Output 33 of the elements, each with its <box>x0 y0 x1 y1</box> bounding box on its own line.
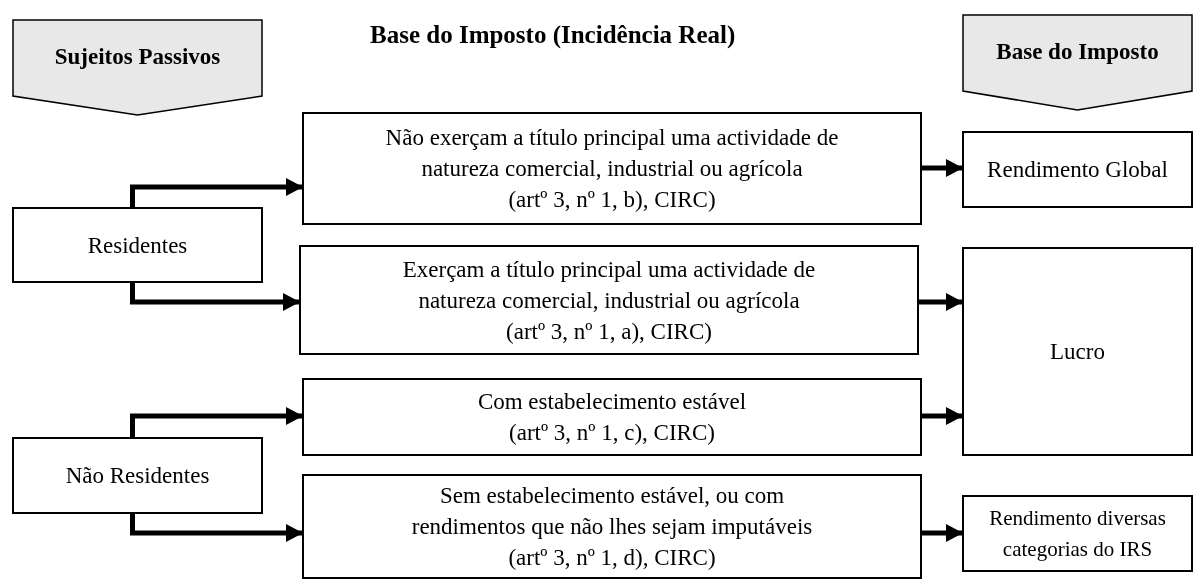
arrow <box>130 514 303 542</box>
arrow <box>922 407 963 425</box>
box-text: Sem estabelecimento estável, ou com rendimentos que não lhes sejam imputáveis <box>410 482 814 541</box>
process-box <box>962 247 1193 456</box>
process-box <box>12 437 263 514</box>
process-box <box>302 378 922 456</box>
banner-label: Sujeitos Passivos <box>54 43 221 72</box>
box-text: (artº 3, nº 1, d), CIRC) <box>508 544 716 572</box>
box-text: (artº 3, nº 1, c), CIRC) <box>509 419 715 447</box>
box-text: Não Residentes <box>65 462 210 490</box>
process-box <box>962 131 1193 208</box>
box-text: Residentes <box>87 231 188 260</box>
arrow <box>130 178 303 207</box>
arrow <box>130 283 300 311</box>
process-box <box>12 207 263 283</box>
box-text: Rendimento diversas categorias do IRS <box>988 504 1167 563</box>
box-text: Com estabelecimento estável <box>477 388 747 416</box>
arrow <box>922 159 963 177</box>
diagram-title: Base do Imposto (Incidência Real) <box>370 22 736 47</box>
arrow <box>919 293 963 311</box>
box-text: Lucro <box>1050 338 1105 366</box>
box-text: (artº 3, nº 1, a), CIRC) <box>506 317 712 346</box>
arrow <box>130 407 303 437</box>
banner-label: Base do Imposto <box>996 38 1159 67</box>
box-text: Não exerçam a título principal uma actividade de natureza comercial, industrial ou agrícola <box>384 124 840 183</box>
process-box <box>299 245 919 355</box>
box-text: Exerçam a título principal uma actividade de natureza comercial, industrial ou agrícola <box>401 255 817 315</box>
process-box <box>962 495 1193 572</box>
process-box <box>302 112 922 225</box>
box-text: Rendimento Global <box>987 156 1168 184</box>
box-text: (artº 3, nº 1, b), CIRC) <box>508 186 716 214</box>
process-box <box>302 474 922 579</box>
arrow <box>922 524 963 542</box>
